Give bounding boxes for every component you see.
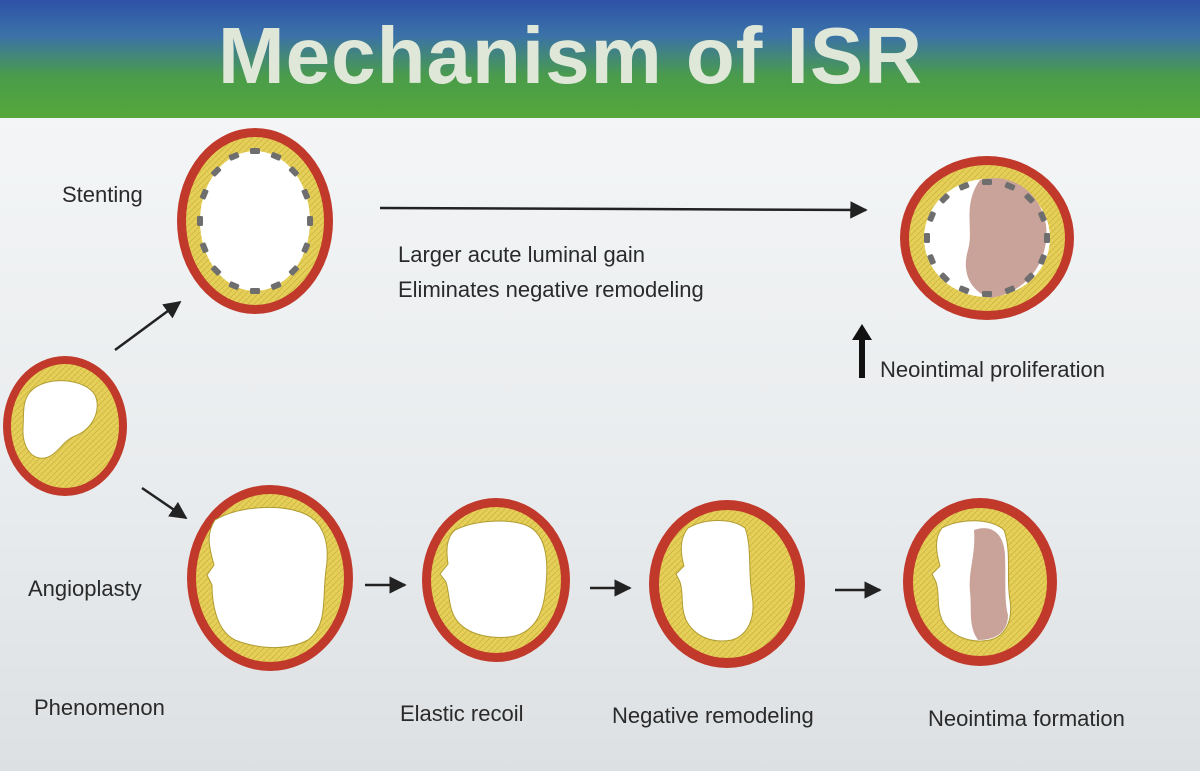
slide-title: Mechanism of ISR [218,11,924,100]
stent-strut [1038,211,1047,222]
label-stenting: Stenting [62,182,143,207]
arrow-to-stenting [114,300,182,352]
stent-strut [982,179,992,185]
stent-strut [927,254,936,265]
label-neointima-formation: Neointima formation [928,706,1125,731]
stent-strut [307,216,313,226]
stent-strut [250,288,260,294]
label-elastic-recoil: Elastic recoil [400,701,524,726]
stent-strut [939,272,950,283]
arrow-to-angioplasty [141,486,188,520]
stent-strut [197,216,203,226]
stent-strut [250,148,260,154]
vessel-negative-remodeling [649,500,805,668]
stent-struts [197,148,313,294]
label-negative-remodeling: Negative remodeling [612,703,814,728]
arrow-stent-to-neointima [379,201,868,219]
stent-strut [1044,233,1050,243]
stent-strut [270,152,282,161]
stent-strut [199,188,209,200]
vessel-elastic-recoil [422,498,570,662]
stent-strut [1038,254,1047,265]
stent-strut [958,285,970,294]
stent-strut [927,211,936,222]
vessel-angioplasty [187,485,353,671]
stent-strut [958,182,970,191]
stent-strut [228,281,240,290]
stent-strut [1004,285,1016,294]
stent-strut [288,265,299,276]
stent-strut [211,265,222,276]
stent-strut [288,166,299,177]
stent-strut [228,152,240,161]
stent-strut [1024,272,1035,283]
stent-strut [270,281,282,290]
label-neointimal-proliferation: Neointimal proliferation [880,357,1105,382]
stent-strut [982,291,992,297]
stent-strut [301,188,311,200]
stent-strut [301,242,311,254]
label-luminal-gain: Larger acute luminal gain [398,242,646,267]
label-angioplasty: Angioplasty [28,576,142,601]
stent-struts-neointima [924,179,1050,297]
stent-strut [924,233,930,243]
stent-strut [1024,193,1035,204]
label-eliminates-remodeling: Eliminates negative remodeling [398,277,704,302]
arrows [114,201,882,599]
vessel-initial [3,356,127,496]
label-phenomenon: Phenomenon [34,695,165,720]
vessel-neointima-formation [903,498,1057,666]
stent-strut [1004,182,1016,191]
stent-strut [199,242,209,254]
stent-strut [939,193,950,204]
stent-strut [211,166,222,177]
title-bar: Mechanism of ISR [0,0,1200,118]
